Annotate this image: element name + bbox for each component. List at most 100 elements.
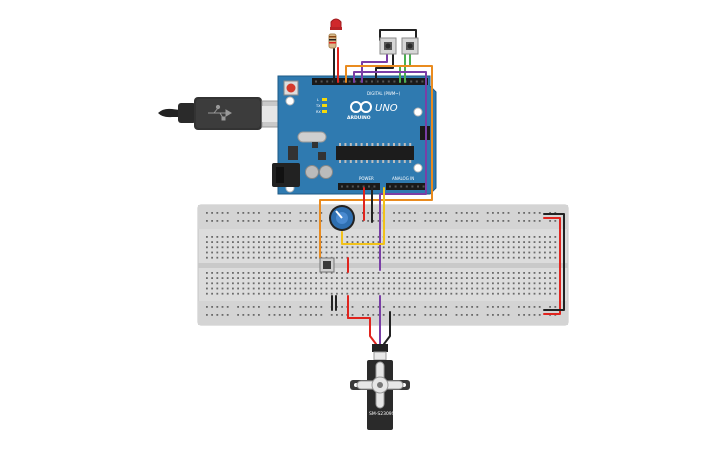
- pin-hole: [299, 251, 302, 254]
- pin-hole: [373, 185, 376, 188]
- pin-hole: [258, 272, 260, 274]
- resistor[interactable]: [328, 33, 337, 49]
- pin-hole: [273, 241, 276, 243]
- pin-hole: [346, 277, 349, 279]
- pin-hole: [351, 246, 354, 249]
- potentiometer[interactable]: [329, 205, 355, 231]
- pin-hole: [445, 251, 447, 254]
- pin-hole: [419, 241, 421, 243]
- pin-hole: [382, 80, 385, 83]
- pin-hole: [247, 292, 250, 295]
- wire-switch-orange[interactable]: [319, 65, 433, 259]
- pin-hole: [388, 292, 390, 295]
- pin-hole: [211, 292, 213, 295]
- wire-buttons-black[interactable]: [379, 29, 417, 41]
- pin-hole: [523, 256, 525, 259]
- pin-hole: [289, 314, 291, 316]
- wire-pot-yellow[interactable]: [341, 187, 385, 245]
- red-led[interactable]: [330, 18, 342, 30]
- pin-hole: [360, 143, 363, 146]
- pin-hole: [252, 212, 255, 214]
- pin-hole: [252, 282, 255, 285]
- pin-hole: [528, 282, 531, 285]
- pin-hole: [211, 246, 213, 249]
- pin-hole: [273, 314, 276, 316]
- pin-hole: [440, 292, 442, 295]
- pin-hole: [273, 256, 276, 259]
- wire-rail-black-right[interactable]: [543, 213, 565, 311]
- pin-hole: [408, 241, 411, 243]
- breadboard-pushbutton[interactable]: [319, 257, 335, 273]
- breadboard[interactable]: [197, 204, 569, 326]
- pin-hole: [507, 282, 510, 285]
- pin-hole: [226, 306, 229, 308]
- pin-hole: [372, 306, 375, 308]
- pin-hole: [424, 212, 427, 214]
- pin-hole: [263, 236, 265, 238]
- pin-hole: [206, 220, 208, 222]
- wire-button2-black[interactable]: [375, 51, 394, 83]
- pin-hole: [549, 251, 551, 254]
- pin-hole: [466, 306, 468, 308]
- pin-hole: [226, 287, 229, 290]
- pin-hole: [367, 282, 369, 285]
- pin-hole: [278, 272, 281, 274]
- pin-hole: [289, 287, 291, 290]
- pin-hole: [440, 287, 442, 290]
- pin-hole: [247, 220, 250, 222]
- pin-hole: [410, 80, 413, 83]
- power-label: POWER: [359, 176, 374, 181]
- pin-hole: [403, 282, 406, 285]
- pin-hole: [549, 241, 551, 243]
- pin-hole: [398, 314, 401, 316]
- pin-hole: [367, 292, 369, 295]
- pin-hole: [206, 306, 208, 308]
- pin-hole: [450, 272, 453, 274]
- pin-hole: [512, 277, 515, 279]
- pin-hole: [388, 282, 390, 285]
- wire-servo-purple[interactable]: [353, 71, 427, 271]
- pin-hole: [206, 282, 208, 285]
- pin-hole: [538, 241, 541, 243]
- pin-hole: [289, 282, 291, 285]
- pin-hole: [455, 282, 458, 285]
- pin-hole: [242, 236, 245, 238]
- pin-hole: [362, 272, 364, 274]
- pin-hole: [398, 246, 401, 249]
- pin-hole: [424, 277, 427, 279]
- pin-hole: [325, 292, 328, 295]
- pin-hole: [460, 306, 463, 308]
- pin-hole: [206, 277, 208, 279]
- pin-hole: [450, 241, 453, 243]
- pin-hole: [336, 236, 338, 238]
- pin-hole: [393, 220, 395, 222]
- pin-hole: [398, 292, 401, 295]
- pin-hole: [419, 251, 421, 254]
- pin-hole: [476, 251, 479, 254]
- servo-motor[interactable]: SM-S2309S: [350, 344, 410, 430]
- pin-hole: [273, 251, 276, 254]
- pin-hole: [372, 256, 375, 259]
- push-button-1[interactable]: [379, 37, 397, 55]
- pin-hole: [408, 282, 411, 285]
- wire-servo-black[interactable]: [383, 311, 391, 345]
- arduino-uno-board[interactable]: TX RX L UNO ARDUINO DIGITAL (PWM~) POWER…: [272, 75, 437, 195]
- pin-hole: [538, 314, 541, 316]
- pin-hole: [466, 282, 468, 285]
- pin-hole: [242, 287, 245, 290]
- pin-hole: [325, 246, 328, 249]
- pin-hole: [367, 212, 369, 214]
- pin-hole: [554, 306, 557, 308]
- pin-hole: [294, 251, 297, 254]
- pin-hole: [356, 256, 359, 259]
- push-button-2[interactable]: [401, 37, 419, 55]
- pin-hole: [242, 314, 245, 316]
- wire-servo-red[interactable]: [347, 317, 377, 345]
- pin-hole: [518, 306, 520, 308]
- reset-button[interactable]: [286, 83, 296, 93]
- wire-rail-red-right[interactable]: [543, 217, 561, 315]
- pin-hole: [414, 292, 416, 295]
- pin-hole: [341, 314, 343, 316]
- pin-hole: [414, 236, 416, 238]
- pin-hole: [440, 277, 442, 279]
